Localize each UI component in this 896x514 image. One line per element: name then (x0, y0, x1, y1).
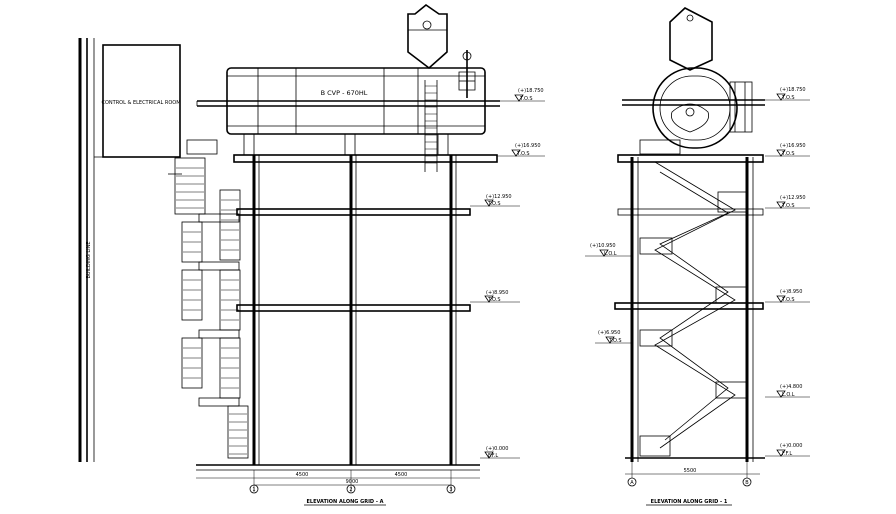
control-room: CONTROL & ELECTRICAL ROOM (94, 44, 181, 158)
left-columns (252, 155, 457, 465)
access-ladder (424, 80, 438, 172)
level-marker: (+)16.950 T.O.S (497, 143, 545, 157)
grid-bubble-label: 3 (449, 487, 452, 493)
right-drawing-title: ELEVATION ALONG GRID - 1 (651, 499, 728, 505)
level-value: (+)16.950 (780, 143, 806, 149)
grid-bubble-label: A (630, 480, 634, 486)
dim-text: 4500 (296, 472, 309, 478)
boiler-end-view (652, 7, 753, 149)
grid-bubble (249, 484, 259, 494)
level-tag: T.O.S (487, 297, 501, 303)
level-marker: (+)0.000 F.F.L (765, 443, 810, 457)
right-levels: (+)18.750 T.O.S (+)16.950 T.O.S (+)12.95… (765, 87, 810, 457)
building-line-label: BUILDING LINE (86, 241, 92, 278)
building-line: BUILDING LINE (78, 38, 95, 462)
right-beams (614, 99, 765, 459)
equipment-label: B CVP - 670HL (321, 89, 368, 97)
level-marker: (+)8.950 T.O.S (470, 290, 520, 303)
level-value: (+)18.750 (780, 87, 806, 93)
level-tag: T.O.S (608, 338, 622, 344)
level-marker: (+)18.750 T.O.S (500, 88, 545, 102)
level-tag: L.O.L (604, 251, 617, 257)
level-marker: (+)12.950 T.O.S (765, 195, 810, 209)
boiler-platform (196, 100, 500, 107)
level-tag: T.O.S (519, 96, 533, 102)
grid-bubble-label: B (745, 480, 749, 486)
level-value: (+)0.000 (780, 443, 802, 449)
level-marker: (+)6.950 T.O.S (595, 330, 632, 344)
grid-bubble (742, 477, 752, 487)
level-value: (+)16.950 (515, 143, 541, 149)
left-dimensions: 4500 4500 9000 1 2 3 (196, 470, 480, 494)
level-tag: T.O.S (516, 151, 530, 157)
dim-text: 5500 (684, 468, 697, 474)
dim-text: 9000 (346, 479, 359, 485)
right-title: ELEVATION ALONG GRID - 1 (646, 499, 732, 506)
level-tag: T.O.S (781, 297, 795, 303)
level-marker: (+)10.950 L.O.L (585, 243, 632, 257)
grid-bubble (346, 484, 356, 494)
dim-text: 4500 (395, 472, 408, 478)
level-marker: (+)0.000 F.F.L (480, 446, 520, 459)
level-marker: (+)8.950 T.O.S (765, 289, 810, 303)
grid-bubble-label: 2 (349, 487, 352, 493)
left-title: ELEVATION ALONG GRID - A (304, 499, 386, 506)
level-value: (+)12.950 (486, 194, 512, 200)
level-value: (+)6.950 (598, 330, 620, 336)
boiler-equipment: B CVP - 670HL (226, 67, 486, 156)
level-value: (+)18.750 (518, 88, 544, 94)
level-tag: T.O.S (781, 95, 795, 101)
level-value: (+)8.950 (486, 290, 508, 296)
level-marker: (+)16.950 T.O.S (765, 143, 810, 157)
level-value: (+)12.950 (780, 195, 806, 201)
level-marker: (+)12.950 T.O.S (470, 194, 520, 207)
level-tag: F.F.L (488, 453, 498, 459)
level-tag: L.O.L (782, 392, 795, 398)
right-levels-left-side: (+)10.950 L.O.L (+)6.950 T.O.S (585, 243, 632, 344)
level-value: (+)8.950 (780, 289, 802, 295)
left-levels: (+)18.750 T.O.S (+)16.950 T.O.S (+)12.95… (470, 88, 545, 459)
left-beams (196, 154, 498, 471)
level-value: (+)4.800 (780, 384, 802, 390)
control-room-label: CONTROL & ELECTRICAL ROOM (101, 100, 180, 106)
right-zigzag-stairs (639, 139, 747, 457)
valve-assembly (458, 50, 476, 98)
level-value: (+)10.950 (590, 243, 616, 249)
level-marker: (+)18.750 T.O.S (765, 87, 810, 101)
hopper (407, 3, 448, 70)
level-tag: F.F.L (782, 451, 792, 457)
grid-bubble (627, 477, 637, 487)
level-tag: T.O.S (781, 151, 795, 157)
left-staircase (168, 139, 249, 459)
level-tag: T.O.S (781, 203, 795, 209)
grid-bubble-label: 1 (252, 487, 255, 493)
level-value: (+)0.000 (486, 446, 508, 452)
level-marker: (+)4.800 L.O.L (765, 384, 810, 398)
right-dimensions: 5500 A B (625, 462, 760, 487)
grid-bubble (446, 484, 456, 494)
left-drawing-title: ELEVATION ALONG GRID - A (306, 499, 383, 505)
level-tag: T.O.S (487, 201, 501, 207)
